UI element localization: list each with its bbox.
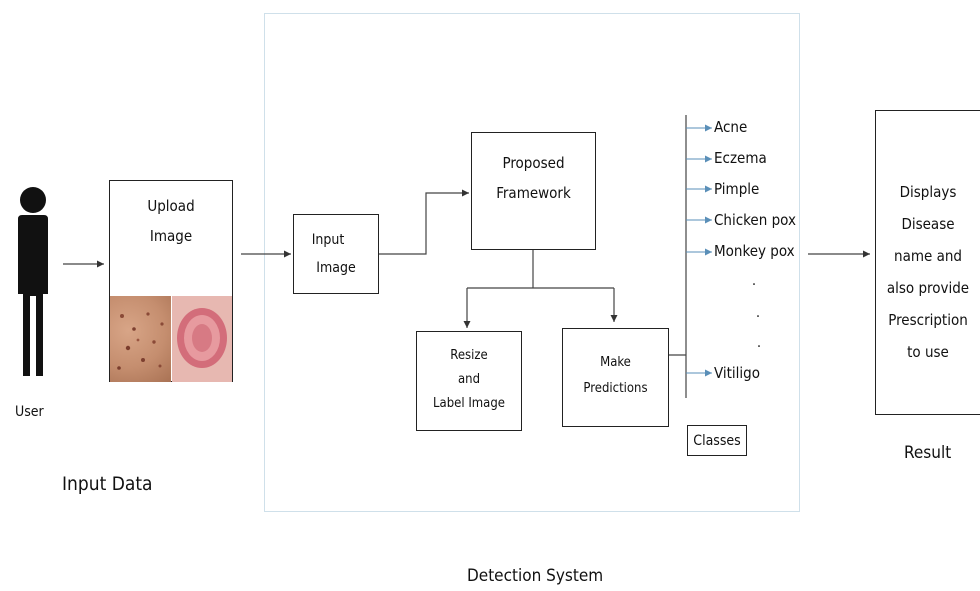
user-label: User — [15, 404, 44, 420]
predict-line2: Predictions — [583, 381, 648, 396]
result-line-3: name and — [894, 247, 962, 265]
resize-line1: Resize — [450, 348, 488, 363]
input-image-box: Input Image — [293, 214, 379, 294]
upload-label-line2: Image — [149, 227, 193, 245]
ellipsis-dot-2: · — [756, 309, 760, 325]
input-image-line1: Input — [311, 232, 345, 248]
skin-photo-right — [172, 296, 232, 382]
arrow-input-to-framework — [379, 189, 469, 255]
result-line-4: also provide — [886, 279, 970, 297]
class-item-acne: Acne — [714, 118, 748, 136]
result-line-2: Disease — [901, 215, 955, 233]
result-line-1: Displays — [899, 183, 957, 201]
upload-image-box: Upload Image — [109, 180, 233, 382]
classes-label-box: Classes — [687, 425, 747, 456]
class-item-eczema: Eczema — [714, 149, 767, 167]
framework-line2: Framework — [496, 184, 571, 202]
input-image-line2: Image — [316, 260, 356, 276]
result-line-5: Prescription — [888, 311, 968, 329]
detection-system-panel — [264, 13, 800, 512]
class-item-pimple: Pimple — [714, 180, 760, 198]
skin-photo-left — [110, 296, 171, 382]
ellipsis-dot-3: · — [757, 339, 761, 355]
framework-line1: Proposed — [502, 154, 565, 172]
resize-line3: Label Image — [433, 396, 505, 411]
class-item-vitiligo: Vitiligo — [714, 364, 761, 382]
result-box: Displays Disease name and also provide P… — [875, 110, 980, 415]
proposed-framework-box: Proposed Framework — [471, 132, 596, 250]
classes-label: Classes — [693, 432, 741, 449]
user-icon — [18, 187, 48, 376]
ellipsis-dot-1: · — [752, 277, 756, 293]
resize-line2: and — [457, 372, 480, 387]
upload-label-line1: Upload — [147, 197, 195, 215]
input-data-label: Input Data — [62, 473, 153, 495]
result-line-6: to use — [907, 343, 949, 361]
detection-system-label: Detection System — [467, 566, 604, 586]
result-label: Result — [904, 443, 952, 463]
predict-line1: Make — [600, 355, 631, 370]
make-predictions-box: Make Predictions — [562, 328, 669, 427]
resize-label-box: Resize and Label Image — [416, 331, 522, 431]
class-item-chickenpox: Chicken pox — [714, 211, 796, 229]
class-item-monkeypox: Monkey pox — [714, 242, 795, 260]
